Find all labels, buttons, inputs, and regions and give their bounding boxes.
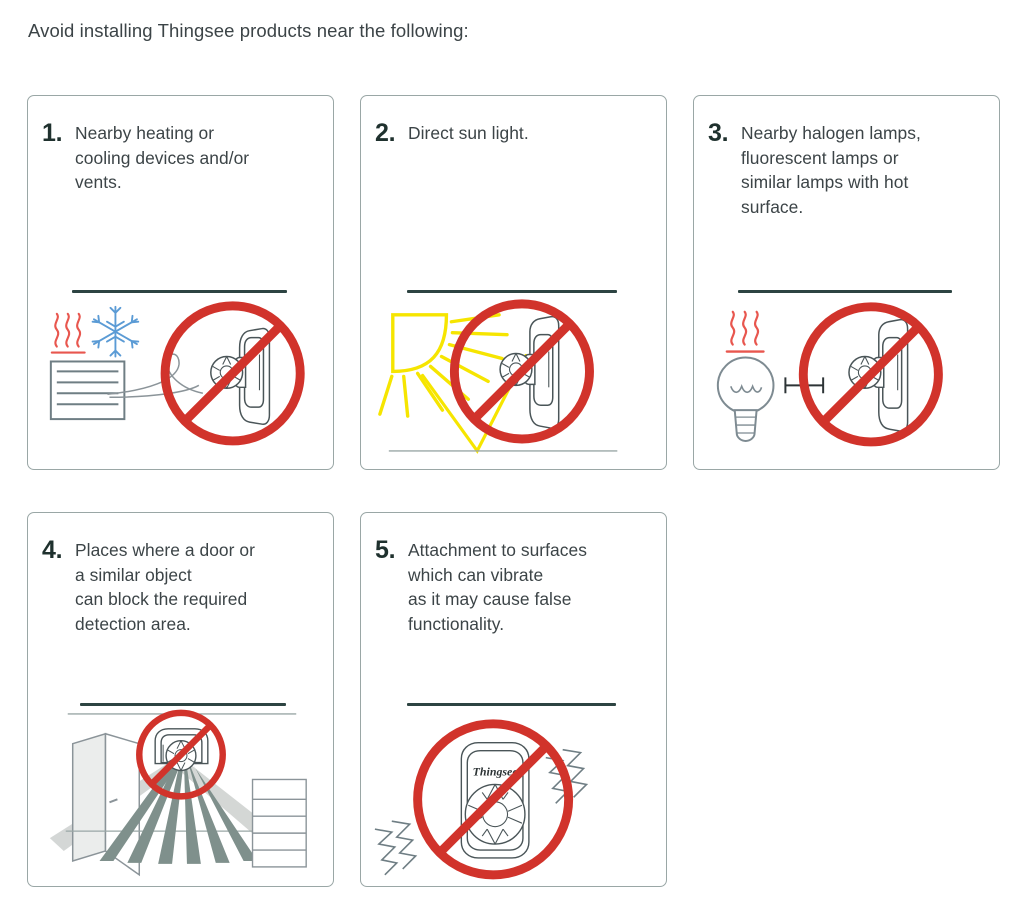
prohibition-sign-icon (413, 719, 574, 880)
card-1[interactable]: 1. Nearby heating or cooling devices and… (27, 95, 334, 470)
card-3-divider (738, 290, 952, 293)
radiator-icon (49, 360, 126, 421)
intro-text: Avoid installing Thingsee products near … (28, 20, 469, 41)
card-2-number: 2. (375, 119, 396, 147)
sensor-device-icon (848, 318, 909, 432)
sensor-device-front-icon: Thingsee (460, 742, 530, 859)
card-1-divider (72, 290, 287, 293)
card-3[interactable]: 3. Nearby halogen lamps, fluorescent lam… (693, 95, 1000, 470)
cards-grid: 1. Nearby heating or cooling devices and… (27, 95, 1003, 887)
prohibition-sign-icon (160, 301, 305, 446)
card-2-divider (407, 290, 617, 293)
distance-marker-icon (784, 377, 825, 394)
card-4-divider (80, 703, 286, 706)
cabinet-icon (251, 778, 307, 868)
card-5-number: 5. (375, 536, 396, 564)
sun-rays-icon (378, 313, 509, 418)
detection-beams-icon (99, 761, 258, 864)
heat-waves-icon (725, 310, 765, 353)
door-icon (71, 732, 141, 877)
vibration-lines-right-icon (545, 748, 589, 804)
sun-icon (391, 313, 449, 374)
heat-waves-icon (50, 312, 86, 354)
cards-row-1: 1. Nearby heating or cooling devices and… (27, 95, 1003, 470)
card-1-text: Nearby heating or cooling devices and/or… (75, 123, 250, 193)
light-beam-icon (421, 353, 528, 454)
card-2-illustration (378, 299, 618, 454)
card-4[interactable]: 4. Places where a door or a similar obje… (27, 512, 334, 887)
card-5-text: Attachment to surfaces which can vibrate… (408, 540, 587, 634)
card-5-head: 5. Attachment to surfaces which can vibr… (361, 513, 666, 636)
card-4-number: 4. (42, 536, 63, 564)
vibration-lines-left-icon (374, 820, 418, 876)
prohibition-sign-icon (798, 302, 943, 447)
card-1-number: 1. (42, 119, 63, 147)
light-bulb-icon (716, 356, 775, 442)
cards-row-2: 4. Places where a door or a similar obje… (27, 512, 1003, 887)
card-3-number: 3. (708, 119, 729, 147)
card-2-text: Direct sun light. (408, 123, 529, 143)
card-2-head: 2. Direct sun light. (361, 96, 666, 147)
sensor-device-icon (154, 728, 209, 772)
card-3-head: 3. Nearby halogen lamps, fluorescent lam… (694, 96, 999, 219)
prohibition-sign-icon (136, 709, 226, 800)
card-4-head: 4. Places where a door or a similar obje… (28, 513, 333, 636)
card-5[interactable]: 5. Attachment to surfaces which can vibr… (360, 512, 667, 887)
sensor-device-icon (499, 315, 560, 429)
card-1-head: 1. Nearby heating or cooling devices and… (28, 96, 333, 195)
airflow-icon (107, 353, 204, 398)
card-2[interactable]: 2. Direct sun light. (360, 95, 667, 470)
card-5-divider (407, 703, 616, 706)
detection-beams-back-icon (49, 758, 289, 853)
card-4-text: Places where a door or a similar object … (75, 540, 255, 634)
prohibition-sign-icon (449, 299, 594, 444)
card-3-text: Nearby halogen lamps, fluorescent lamps … (741, 123, 921, 217)
thingsee-logo: Thingsee (473, 765, 519, 779)
snowflake-icon (91, 305, 140, 358)
sensor-device-icon (210, 327, 271, 425)
